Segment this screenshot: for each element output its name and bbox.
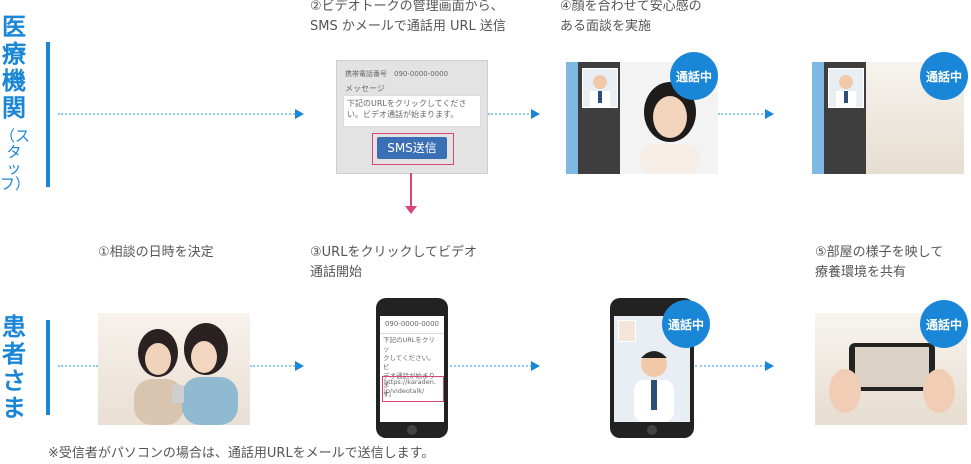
video-sidebar [812,62,824,174]
message-box[interactable]: 下記のURLをクリックしてくださ い。ビデオ通話が始まります。 [343,95,481,127]
in-call-badge: 通話中 [670,52,718,100]
arrow-icon [531,361,540,371]
home-button [647,425,657,435]
step2-caption: ②ビデオトークの管理画面から、SMS かメールで通話用 URL 送信 [310,0,506,34]
doctor-thumbnail [828,68,864,108]
arrow-icon [531,109,540,119]
phone-screen: 090-0000-0000 下記のURLをクリックしてください。ビデオ通話が始ま… [380,316,444,422]
in-call-badge: 通話中 [920,300,968,348]
flow-line-staff [58,113,298,115]
flow-line-staff [488,113,536,115]
patients-photo [98,313,250,425]
self-view-thumbnail [618,320,636,342]
step3-caption: ③URLをクリックしてビデオ通話開始 [310,245,478,280]
patient-phone-video [610,298,694,438]
row-sublabel-staff: （スタッフ） [0,127,31,193]
arrow-icon [295,109,304,119]
flow-line-patient [58,365,98,367]
sms-send-button[interactable]: SMS送信 [377,137,447,159]
home-button [407,425,417,435]
doctor-thumbnail [582,68,618,108]
footnote: ※受信者がパソコンの場合は、通話用URLをメールで送信します。 [48,446,435,461]
phone-number-label: 携帯電話番号 090-0000-0000 [345,70,449,78]
in-call-badge: 通話中 [662,300,710,348]
video-link[interactable]: https://karaden.jp/videotalk/ [382,376,444,402]
step5-caption: ⑤部屋の様子を映して療養環境を共有 [815,245,944,280]
message-label: メッセージ [345,84,385,93]
send-button-highlight [372,133,454,165]
staff-video-screen [566,62,718,174]
row-label-staff: 医療機関 [2,13,26,122]
step1-caption: ①相談の日時を決定 [98,245,214,260]
row-bar-staff [46,42,50,187]
patient-phone-sms: 090-0000-0000 下記のURLをクリックしてください。ビデオ通話が始ま… [376,298,448,438]
flow-line-patient [695,365,770,367]
flow-line-staff [718,113,770,115]
flow-line-patient [250,365,298,367]
in-call-badge: 通話中 [920,52,968,100]
step4-caption: ④顔を合わせて安心感のある面談を実施 [560,0,702,34]
sender-number: 090-0000-0000 [380,316,444,334]
row-bar-patient [46,320,50,415]
pink-connector-line [410,173,412,207]
arrow-icon [295,361,304,371]
arrow-icon [765,361,774,371]
row-label-patient: 患者さま [2,313,26,422]
video-sidebar [566,62,578,174]
arrow-down-icon [405,206,417,214]
flow-line-patient [450,365,536,367]
arrow-icon [765,109,774,119]
sms-admin-panel: 携帯電話番号 090-0000-0000 メッセージ 下記のURLをクリックして… [336,60,488,174]
phone-video-screen [614,316,690,422]
